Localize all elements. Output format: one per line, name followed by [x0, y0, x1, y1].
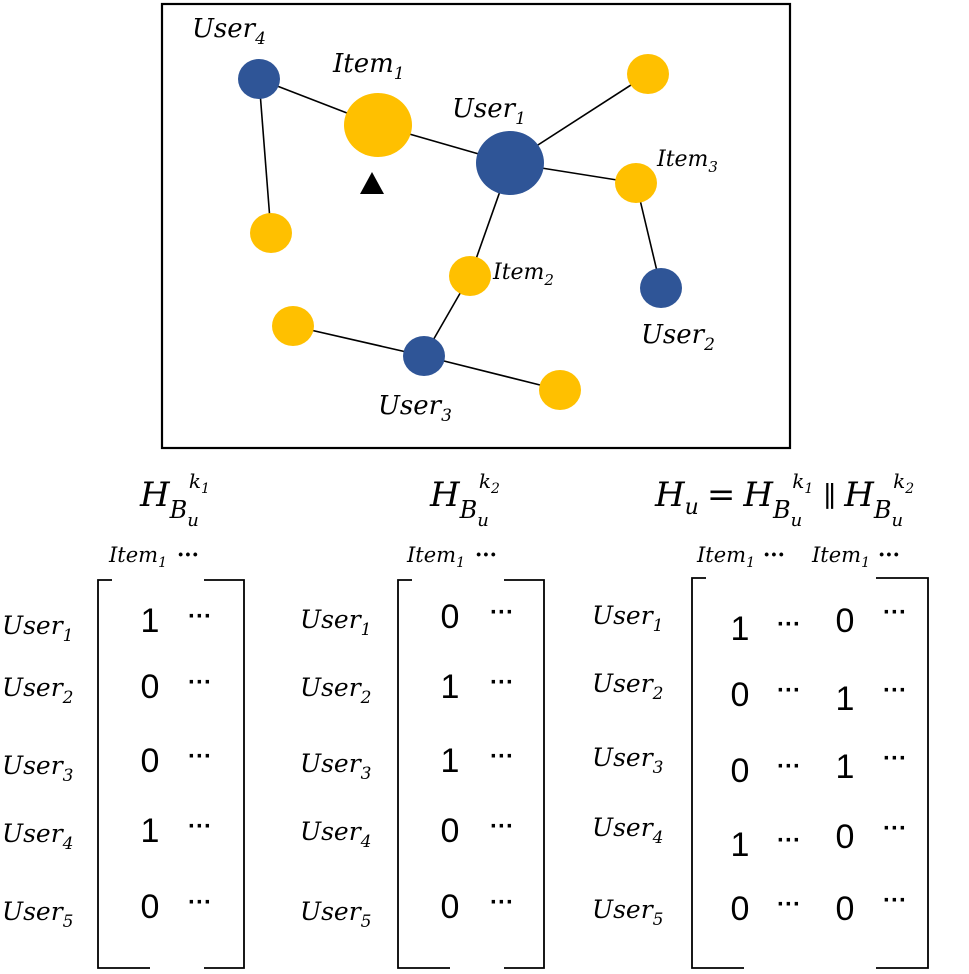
- matrix1-ellipsis: ···: [188, 603, 212, 630]
- matrix1-title: HBuk1: [139, 469, 210, 531]
- matrix3-ellipsis-b: ···: [883, 599, 907, 626]
- matrix3-title: Hu=HBuk1∥HBuk2: [654, 469, 914, 531]
- matrix2-cell: 0: [441, 598, 460, 636]
- matrix1-ellipsis: ···: [188, 669, 212, 696]
- matrix-rows: User1 1 ··· User1 0 ··· User1 1 ··· 0 ··· User2 0 ···…: [2, 598, 907, 932]
- matrix2-ellipsis: ···: [490, 813, 514, 840]
- matrix3-ellipsis-a: ···: [777, 611, 801, 638]
- matrix3-ellipsis-a: ···: [777, 827, 801, 854]
- user4-node: [238, 59, 280, 99]
- item-node-bottom-right: [539, 370, 581, 410]
- matrix1-row-label: User4: [2, 819, 73, 854]
- matrix1-ellipsis: ···: [188, 889, 212, 916]
- user1-label: User1: [452, 94, 526, 129]
- user4-label: User4: [192, 14, 266, 49]
- matrix1-row-label: User3: [2, 751, 73, 786]
- matrix2-ellipsis: ···: [490, 599, 514, 626]
- matrix1-cell: 1: [141, 602, 160, 640]
- matrix3-cell-b: 0: [836, 890, 855, 928]
- item2-node: [449, 256, 491, 296]
- matrix3-row-label: User5: [592, 895, 663, 930]
- matrix3-cell-a: 0: [731, 890, 750, 928]
- item-node-top-right: [627, 54, 669, 94]
- matrix3-ellipsis-b: ···: [883, 677, 907, 704]
- matrix1-row-label: User5: [2, 897, 73, 932]
- user3-node: [403, 336, 445, 376]
- matrix1-cell: 1: [141, 812, 160, 850]
- matrix3-ellipsis-b: ···: [883, 887, 907, 914]
- matrix1-cell: 0: [141, 668, 160, 706]
- matrix2-cell: 1: [441, 742, 460, 780]
- matrix3-cell-a: 0: [731, 676, 750, 714]
- item-node-left: [250, 213, 292, 253]
- matrix3-cell-a: 0: [731, 752, 750, 790]
- matrix3-row-label: User4: [592, 813, 663, 848]
- matrix3-ellipsis-a: ···: [777, 753, 801, 780]
- matrix3-row-label: User2: [592, 669, 663, 704]
- item2-label: Item2: [492, 260, 554, 289]
- matrix1-col-label: Item1···: [108, 542, 199, 571]
- user2-label: User2: [641, 320, 715, 355]
- matrix1-left-bracket: [97, 579, 150, 969]
- matrix3-col-label-a: Item1···: [696, 542, 785, 571]
- matrix1-ellipsis: ···: [188, 743, 212, 770]
- matrix2-row-label: User3: [300, 749, 371, 784]
- matrix1-row-label: User1: [2, 611, 73, 646]
- edge-user4-item: [258, 78, 272, 234]
- matrix2-ellipsis: ···: [490, 669, 514, 696]
- matrix3-left-bracket: [691, 577, 744, 969]
- matrix2-cell: 0: [441, 888, 460, 926]
- matrix3-right-bracket: [876, 577, 929, 969]
- matrix3-ellipsis-b: ···: [883, 745, 907, 772]
- item1-node: [344, 93, 412, 157]
- matrix1-cell: 0: [141, 888, 160, 926]
- matrix3-cell-b: 0: [836, 602, 855, 640]
- matrix2-col-label: Item1···: [406, 542, 497, 571]
- matrix3-ellipsis-b: ···: [883, 815, 907, 842]
- matrix2-ellipsis: ···: [490, 743, 514, 770]
- item1-label: Item1: [332, 49, 405, 84]
- item3-node: [615, 163, 657, 203]
- graph-nodes: [238, 54, 682, 410]
- edge-item-user3: [292, 325, 425, 357]
- matrix1-cell: 0: [141, 742, 160, 780]
- matrix2-row-label: User4: [300, 817, 371, 852]
- matrix2-row-label: User2: [300, 673, 371, 708]
- item-node-lower-left: [272, 306, 314, 346]
- matrix2-title: HBuk2: [429, 469, 500, 531]
- matrix1-row-label: User2: [2, 673, 73, 708]
- graph-frame: [160, 2, 792, 450]
- matrix2-ellipsis: ···: [490, 889, 514, 916]
- matrix3-cell-a: 1: [731, 610, 750, 648]
- matrix3-row-label: User3: [592, 743, 663, 778]
- matrix1-ellipsis: ···: [188, 813, 212, 840]
- matrix3-col-label-b: Item1···: [811, 542, 900, 571]
- matrix2-row-label: User1: [300, 605, 371, 640]
- matrix2-cell: 1: [441, 668, 460, 706]
- matrix2-cell: 0: [441, 812, 460, 850]
- matrix3-ellipsis-a: ···: [777, 891, 801, 918]
- edge-user3-item: [423, 355, 561, 391]
- matrix-brackets: [97, 577, 929, 969]
- item3-label: Item3: [656, 147, 718, 176]
- user1-node: [476, 131, 544, 195]
- matrix3-cell-b: 1: [836, 680, 855, 718]
- matrix1-right-bracket: [204, 579, 245, 969]
- matrix3-cell-b: 1: [836, 748, 855, 786]
- matrix3-cell-b: 0: [836, 818, 855, 856]
- user2-node: [640, 268, 682, 308]
- matrix3-row-label: User1: [592, 601, 663, 636]
- matrix3-cell-a: 1: [731, 826, 750, 864]
- matrix3-ellipsis-a: ···: [777, 677, 801, 704]
- matrix2-left-bracket: [397, 579, 450, 969]
- user3-label: User3: [378, 391, 452, 426]
- matrix2-right-bracket: [504, 579, 545, 969]
- black-triangle-icon: [360, 172, 384, 194]
- matrix2-row-label: User5: [300, 897, 371, 932]
